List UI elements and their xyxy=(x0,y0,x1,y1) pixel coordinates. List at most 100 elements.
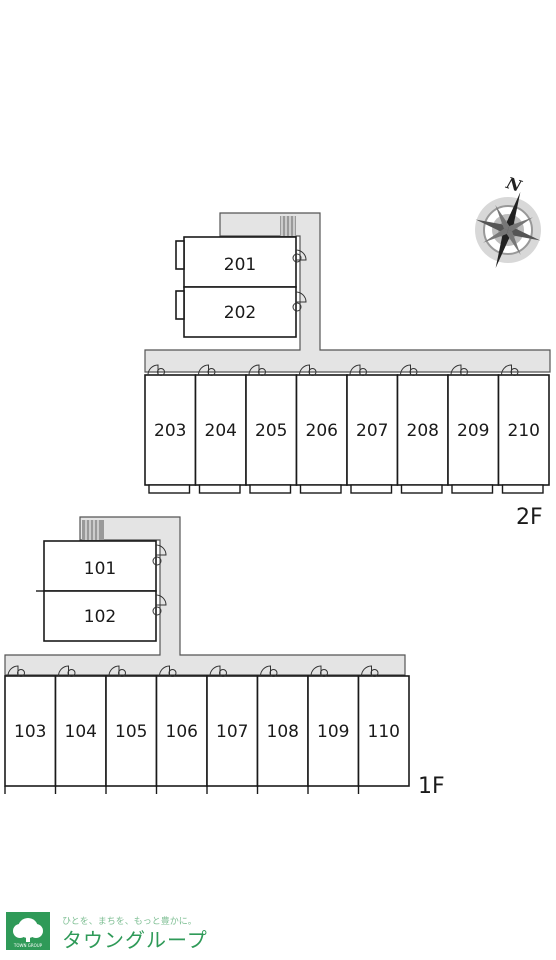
unit-room xyxy=(346,374,399,486)
unit-label: 107 xyxy=(216,722,248,742)
door-icon xyxy=(299,364,310,376)
door-icon xyxy=(58,665,69,677)
meter-icon xyxy=(207,368,216,376)
unit-101: 101 xyxy=(36,540,167,592)
unit-202: 202 xyxy=(175,286,307,338)
logo-tagline: ひとを、まちを、もっと豊かに。 xyxy=(62,915,197,927)
compass-icon: N xyxy=(475,173,541,269)
door-icon xyxy=(400,364,411,376)
meter-icon xyxy=(17,669,25,677)
unit-label: 103 xyxy=(14,722,46,742)
door-icon xyxy=(147,364,159,376)
meter-icon xyxy=(320,669,328,677)
unit-label: 201 xyxy=(224,255,256,275)
balcony xyxy=(249,484,292,494)
balcony xyxy=(198,484,241,494)
balcony xyxy=(451,484,494,494)
balcony xyxy=(350,484,393,494)
unit-label: 203 xyxy=(154,421,186,441)
unit-label: 102 xyxy=(84,607,116,627)
door-icon xyxy=(450,364,462,376)
unit-room xyxy=(447,374,500,486)
meter-icon xyxy=(308,368,317,376)
door-icon xyxy=(108,665,120,677)
unit-205: 205 xyxy=(245,364,298,494)
unit-row-1f: 103 104 105 106 107 108 109 110 xyxy=(4,665,410,794)
unit-label: 206 xyxy=(306,421,338,441)
meter-icon xyxy=(409,368,418,376)
balcony xyxy=(299,484,342,494)
unit-207: 207 xyxy=(346,364,399,494)
unit-label: 105 xyxy=(115,722,147,742)
unit-201: 201 xyxy=(175,236,307,288)
unit-room xyxy=(497,374,550,486)
unit-room xyxy=(155,675,208,787)
unit-label: 110 xyxy=(368,722,400,742)
unit-210: 210 xyxy=(497,364,550,494)
meter-icon xyxy=(219,669,227,677)
balcony xyxy=(400,484,443,494)
unit-room xyxy=(54,675,107,787)
unit-label: 106 xyxy=(166,722,198,742)
unit-room xyxy=(307,675,360,787)
door-icon xyxy=(7,665,19,677)
logo-mark-text: TOWN GROUP xyxy=(13,943,43,948)
meter-icon xyxy=(258,368,266,376)
unit-label: 210 xyxy=(508,421,540,441)
unit-106: 106 xyxy=(155,665,208,794)
meter-icon xyxy=(157,368,165,376)
unit-204: 204 xyxy=(194,364,247,494)
unit-107: 107 xyxy=(206,665,259,794)
unit-102: 102 xyxy=(43,590,167,642)
meter-icon xyxy=(359,368,367,376)
door-icon xyxy=(248,364,260,376)
door-icon xyxy=(349,364,361,376)
unit-label: 204 xyxy=(205,421,237,441)
unit-label: 202 xyxy=(224,303,256,323)
unit-room xyxy=(256,675,309,787)
unit-label: 205 xyxy=(255,421,287,441)
stairs-1f xyxy=(82,520,104,540)
unit-row-2f: 203 204 205 206 207 208 209 210 xyxy=(144,364,550,494)
unit-label: 207 xyxy=(356,421,388,441)
floor-1f: 101 102 103 104 105 106 107 108 109 110 1F xyxy=(4,516,445,799)
corridor-1f xyxy=(4,516,406,676)
corridor-2f xyxy=(144,212,551,373)
town-group-logo: TOWN GROUP ひとを、まちを、もっと豊かに。 タウングループ xyxy=(6,912,208,952)
door-icon xyxy=(209,665,221,677)
door-icon xyxy=(198,364,209,376)
unit-label: 209 xyxy=(457,421,489,441)
unit-103: 103 xyxy=(4,665,57,794)
unit-203: 203 xyxy=(144,364,197,494)
balcony xyxy=(501,484,544,494)
door-icon xyxy=(361,665,372,677)
unit-room xyxy=(295,374,348,486)
meter-icon xyxy=(67,669,76,677)
logo-name: タウングループ xyxy=(62,928,208,952)
unit-108: 108 xyxy=(256,665,309,794)
unit-label: 108 xyxy=(267,722,299,742)
unit-label: 101 xyxy=(84,559,116,579)
unit-label: 109 xyxy=(317,722,349,742)
unit-room xyxy=(245,374,298,486)
unit-209: 209 xyxy=(447,364,500,494)
door-icon xyxy=(159,665,170,677)
unit-label: 104 xyxy=(65,722,97,742)
compass-north-label: N xyxy=(503,173,525,196)
unit-label: 208 xyxy=(407,421,439,441)
stairs-2f xyxy=(280,216,296,236)
floor-label-1f: 1F xyxy=(418,774,445,799)
door-icon xyxy=(501,364,512,376)
unit-208: 208 xyxy=(396,364,449,494)
meter-icon xyxy=(460,368,468,376)
door-icon xyxy=(260,665,271,677)
unit-room xyxy=(357,675,410,787)
balcony xyxy=(148,484,191,494)
unit-105: 105 xyxy=(105,665,158,794)
meter-icon xyxy=(118,669,126,677)
unit-109: 109 xyxy=(307,665,360,794)
door-icon xyxy=(310,665,322,677)
meter-icon xyxy=(269,669,278,677)
